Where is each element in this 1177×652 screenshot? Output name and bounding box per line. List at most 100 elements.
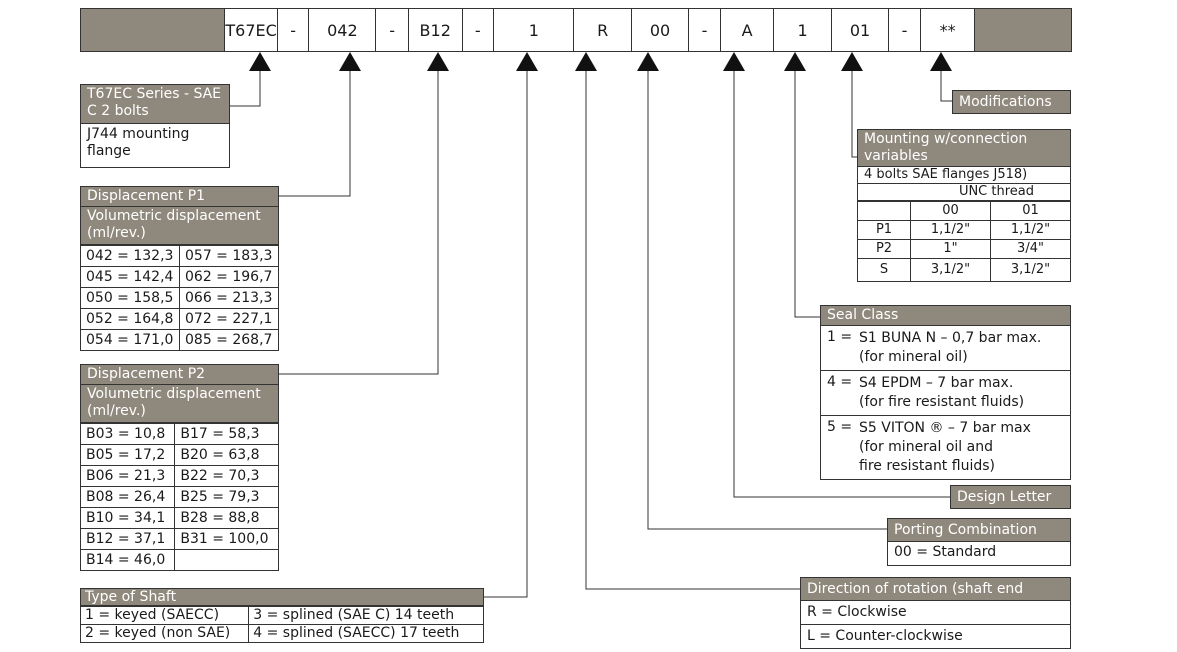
shaft-box: Type of Shaft 1 = keyed (SAECC)3 = splin…: [79, 588, 484, 643]
table-cell: B10 = 34,1: [79, 507, 176, 529]
table-cell: 3/4": [990, 239, 1071, 259]
table-cell: B03 = 10,8: [79, 423, 176, 445]
table-cell: B31 = 100,0: [174, 528, 279, 550]
table-cell: 00: [910, 201, 991, 221]
seal-code: 1 =: [827, 329, 853, 345]
table-cell: B25 = 79,3: [174, 486, 279, 508]
table-cell: B06 = 21,3: [79, 465, 176, 487]
seal-description-line: (for mineral oil): [859, 349, 968, 365]
shaft-title: Type of Shaft: [80, 588, 484, 606]
seal-item: 1 = S1 BUNA N – 0,7 bar max. (for mineral …: [820, 326, 1071, 371]
displacement-p2-subtitle: Volumetric displacement (ml/rev.): [80, 385, 279, 423]
code-segment: **: [920, 9, 976, 51]
porting-title: Porting Combination: [887, 518, 1071, 542]
table-cell: B17 = 58,3: [174, 423, 279, 445]
table-cell: 066 = 213,3: [179, 287, 279, 309]
shaft-table: 1 = keyed (SAECC)3 = splined (SAE C) 14 …: [79, 606, 484, 643]
rotation-item: R = Clockwise: [800, 601, 1071, 625]
code-segment: 00: [631, 9, 690, 51]
table-cell: P1: [857, 220, 911, 240]
seal-title: Seal Class: [820, 305, 1071, 326]
code-segment: 042: [309, 9, 377, 51]
table-cell: 2 = keyed (non SAE): [79, 624, 250, 643]
seal-description-line: fire resistant fluids): [859, 458, 995, 474]
table-cell: 4 = splined (SAECC) 17 teeth: [248, 624, 484, 643]
porting-box: Porting Combination 00 = Standard: [887, 518, 1071, 566]
displacement-p2-title: Displacement P2: [80, 364, 279, 385]
table-cell: 01: [990, 201, 1071, 221]
table-cell: B20 = 63,8: [174, 444, 279, 466]
table-cell: 3,1/2": [910, 258, 991, 282]
table-cell: B08 = 26,4: [79, 486, 176, 508]
table-cell: 1,1/2": [910, 220, 991, 240]
seal-description-line: S4 EPDM – 7 bar max.: [859, 375, 1014, 391]
displacement-p1: Displacement P1 Volumetric displacement …: [80, 186, 279, 351]
code-segment: B12: [408, 9, 463, 51]
mounting-line1: 4 bolts SAE flanges J518): [857, 167, 1071, 184]
code-segment: 01: [831, 9, 890, 51]
table-cell: B14 = 46,0: [79, 549, 176, 571]
seal-description-line: S1 BUNA N – 0,7 bar max.: [859, 330, 1042, 346]
table-row: 2 = keyed (non SAE)4 = splined (SAECC) 1…: [79, 624, 484, 643]
code-segment: -: [889, 9, 921, 51]
rotation-box: Direction of rotation (shaft end view) R…: [800, 577, 1071, 649]
code-segment: -: [376, 9, 409, 51]
code-segment: 1: [774, 9, 832, 51]
table-cell: B22 = 70,3: [174, 465, 279, 487]
series-title: T67EC Series - SAE C 2 bolts: [80, 84, 230, 124]
code-segment: [975, 9, 1071, 51]
table-cell: 050 = 158,5: [80, 287, 180, 309]
table-cell: S: [857, 258, 911, 282]
table-cell: B05 = 17,2: [79, 444, 176, 466]
table-cell: 042 = 132,3: [80, 245, 180, 267]
table-cell: 057 = 183,3: [179, 245, 279, 267]
displacement-p2: Displacement P2 Volumetric displacement …: [79, 364, 279, 571]
code-segment: R: [574, 9, 632, 51]
code-segment: A: [720, 9, 775, 51]
code-segment: T67EC: [225, 9, 278, 51]
table-cell: 062 = 196,7: [179, 266, 279, 288]
table-cell: 1,1/2": [990, 220, 1071, 240]
seal-description-line: (for fire resistant fluids): [859, 394, 1025, 410]
table-cell: 1": [910, 239, 991, 259]
table-cell: [857, 201, 911, 221]
table-cell: 052 = 164,8: [80, 308, 180, 330]
design-letter-label: Design Letter: [950, 485, 1071, 509]
seal-item: 4 = S4 EPDM – 7 bar max. (for fire resista…: [820, 371, 1071, 416]
code-segment: 1: [494, 9, 575, 51]
rotation-title: Direction of rotation (shaft end view): [800, 577, 1071, 617]
seal-code: 4 =: [827, 374, 853, 390]
modifications-label: Modifications: [952, 90, 1071, 114]
seal-item: 5 =S5 VITON ® – 7 bar max(for mineral oi…: [820, 416, 1071, 480]
table-cell: 3,1/2": [990, 258, 1071, 282]
table-cell: 072 = 227,1: [179, 308, 279, 330]
seal-box: Seal Class 1 = S1 BUNA N – 0,7 bar max. (f…: [820, 305, 1071, 480]
series-box: T67EC Series - SAE C 2 bolts J744 mounti…: [80, 84, 230, 168]
code-segment: -: [689, 9, 721, 51]
displacement-p1-title: Displacement P1: [80, 186, 279, 207]
code-segment: [81, 9, 226, 51]
code-segment: -: [462, 9, 495, 51]
displacement-p1-subtitle: Volumetric displacement (ml/rev.): [80, 207, 279, 245]
table-cell: 1 = keyed (SAECC): [79, 606, 250, 625]
table-cell: 085 = 268,7: [179, 329, 279, 351]
table-row: B14 = 46,0: [79, 549, 279, 571]
seal-code: 5 =: [827, 419, 853, 435]
porting-body: 00 = Standard: [887, 542, 1071, 566]
